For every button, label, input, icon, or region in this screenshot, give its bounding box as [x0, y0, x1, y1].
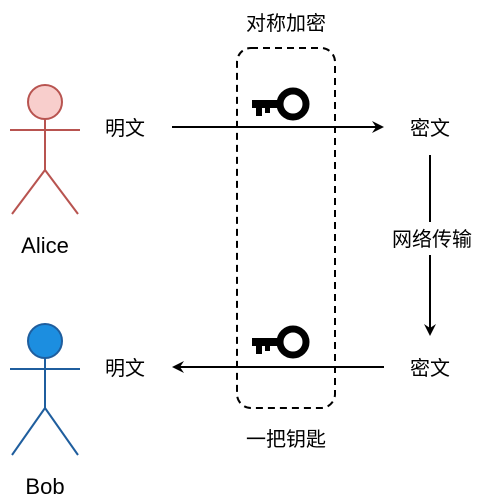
alice-plaintext: 明文 — [105, 116, 145, 140]
bob-actor — [10, 323, 80, 456]
bottom-ciphertext: 密文 — [410, 356, 450, 380]
top-ciphertext: 密文 — [410, 116, 450, 140]
encryption-box — [236, 47, 336, 409]
key-icon — [252, 325, 310, 359]
bob-plaintext: 明文 — [105, 356, 145, 380]
transfer-label: 网络传输 — [392, 227, 472, 251]
top-label: 对称加密 — [246, 11, 326, 35]
bob-name: Bob — [25, 474, 64, 499]
bottom-label: 一把钥匙 — [246, 427, 326, 451]
alice-name: Alice — [21, 233, 69, 258]
alice-actor — [10, 84, 80, 215]
bob-head — [27, 323, 63, 359]
alice-head — [27, 84, 63, 120]
key-icon — [252, 87, 310, 121]
